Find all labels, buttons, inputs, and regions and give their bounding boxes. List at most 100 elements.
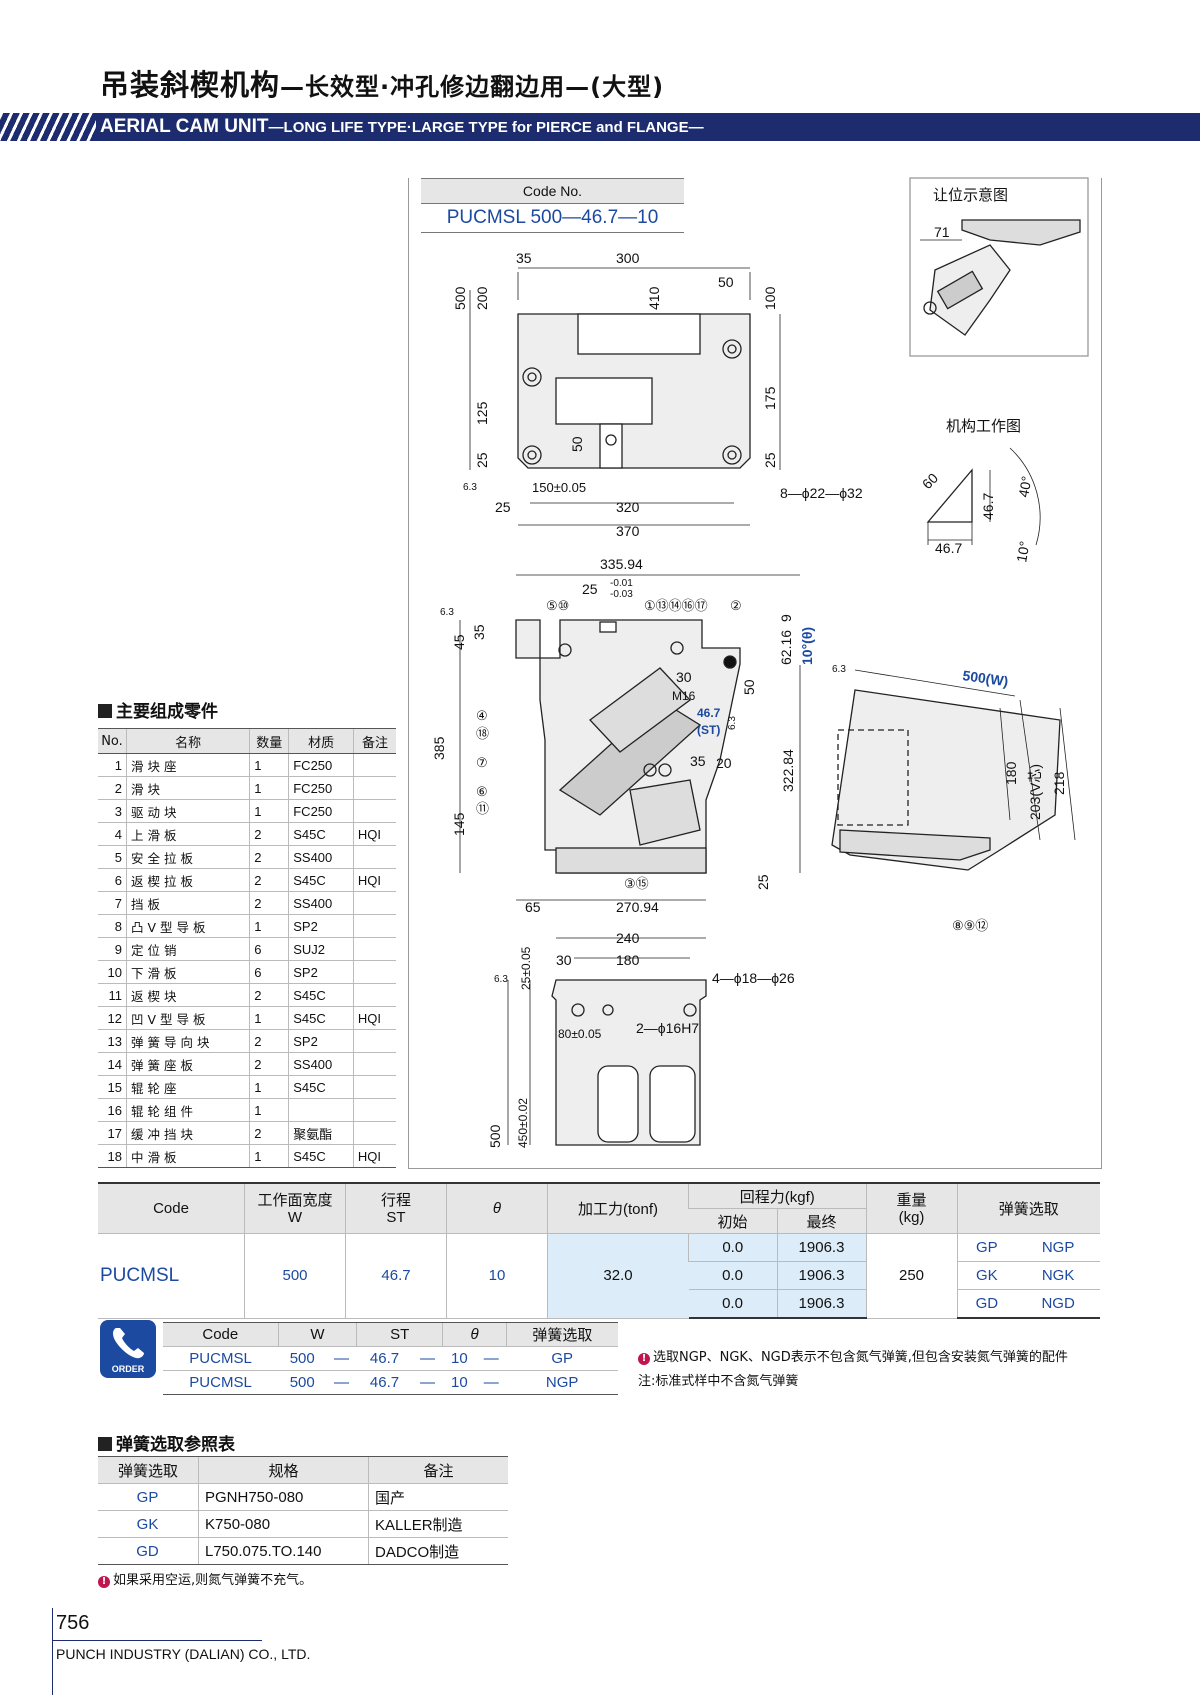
part-name: 定位销 [125,937,250,961]
spec-col-weight-label: 重量 [896,1191,927,1209]
dim-front-63: 6.3 [727,716,738,730]
part-material: SUJ2 [288,937,354,961]
part-qty: 1 [249,799,289,823]
part-material: FC250 [288,799,354,823]
part-material: 聚氨酯 [288,1121,354,1145]
part-remark [352,960,396,984]
part-no: 15 [98,1075,127,1099]
spec-return-initial: 0.0 [688,1261,777,1290]
title-band: AERIAL CAM UNIT—LONG LIFE TYPE·LARGE TYP… [0,113,1200,141]
mech-dim-60: 60 [919,470,941,492]
springs-section-title: 弹簧选取参照表 [98,1430,235,1455]
technical-drawing: 35 300 50 500 200 410 100 125 50 175 25 … [431,177,1089,1148]
dim-front-385: 385 [431,736,447,760]
dim-top-25b: 25 [762,452,778,468]
parts-header-row: No. 名称 数量 材质 备注 [98,728,396,754]
part-name: 辊轮座 [125,1075,250,1099]
order-sep: — [326,1370,357,1395]
spec-return-final: 1906.3 [776,1233,866,1262]
mech-dim-467b: 46.7 [935,540,962,556]
balloon-5-10: ⑤⑩ [546,598,569,613]
dim-front-27094: 270.94 [616,899,659,915]
springs-col-remark: 备注 [368,1456,508,1484]
dim-top-125: 125 [474,401,490,425]
order-icon: ORDER [100,1320,156,1378]
dim-top-410: 410 [646,286,662,310]
front-view [459,574,801,901]
part-name: 弹簧座板 [125,1052,250,1076]
spring-select: GK [98,1510,199,1538]
dim-side-203: 203(V芯) [1027,764,1043,820]
parts-col-no: No. [98,728,127,754]
part-remark [352,937,396,961]
dim-front-stroke: 46.7 [697,706,721,720]
part-qty: 1 [249,776,289,800]
part-qty: 1 [249,1075,289,1099]
order-col-w: W [277,1322,357,1347]
order-st: 46.7 [356,1370,413,1395]
part-remark [352,1052,396,1076]
dim-front-25b: 25 [755,874,771,890]
part-name: 下滑板 [125,960,250,984]
order-note-1-text: 选取NGP、NGK、NGD表示不包含氮气弹簧,但包含安装氮气弹簧的配件 [653,1350,1068,1365]
spec-width: 500 [244,1233,346,1319]
dim-bottom-180: 180 [616,952,640,968]
order-w: 500 [278,1346,327,1371]
parts-col-name: 名称 [125,728,250,754]
part-name: 滑块 [125,776,250,800]
dim-front-45: 45 [451,634,467,650]
part-qty: 1 [249,1144,289,1168]
spring-spec: PGNH750-080 [198,1483,369,1511]
dim-bottom-450: 450±0.02 [516,1098,530,1148]
order-sep: — [476,1370,507,1395]
order-col-st: ST [356,1322,443,1347]
order-code: PUCMSL [163,1370,279,1395]
spec-col-initial: 初始 [688,1208,777,1234]
balloon-11: ⑪ [476,801,489,816]
part-material: SS400 [288,845,354,869]
parts-section-title: 主要组成零件 [98,697,218,722]
part-remark [352,1075,396,1099]
dim-bottom-80: 80±0.05 [558,1027,602,1041]
part-material: S45C [288,1006,354,1030]
dim-front-6216: 62.16 [778,630,794,665]
part-remark [352,891,396,915]
warning-icon: ! [638,1353,650,1365]
part-name: 返楔块 [125,983,250,1007]
part-qty: 2 [249,983,289,1007]
part-remark [352,799,396,823]
surface-mark-side: 6.3 [832,664,846,675]
part-no: 6 [98,868,127,892]
code-box-value: PUCMSL 500—46.7—10 [421,204,684,233]
part-remark [352,1029,396,1053]
balloon-4: ④ [476,708,488,723]
title-en-sub: —LONG LIFE TYPE·LARGE TYPE for PIERCE an… [268,119,704,136]
dim-front-25: 25 [582,581,598,597]
springs-note: !如果采用空运,则氮气弹簧不充气。 [98,1569,312,1588]
surface-mark-top: 6.3 [463,482,477,493]
spec-col-width-label: 工作面宽度 [257,1191,333,1209]
part-qty: 1 [249,1006,289,1030]
dim-front-35a: 35 [471,624,487,640]
part-qty: 2 [249,1029,289,1053]
page-number: 756 [56,1612,90,1634]
part-no: 5 [98,845,127,869]
parts-col-material: 材质 [288,728,354,754]
part-name: 返楔拉板 [125,868,250,892]
part-remark [352,845,396,869]
part-no: 7 [98,891,127,915]
part-no: 13 [98,1029,127,1053]
dim-top-150: 150±0.05 [532,480,586,495]
footer-vline [52,1608,53,1695]
spec-col-stroke-sym: ST [386,1208,406,1226]
part-material: SS400 [288,1052,354,1076]
spring-select: GD [98,1537,199,1565]
